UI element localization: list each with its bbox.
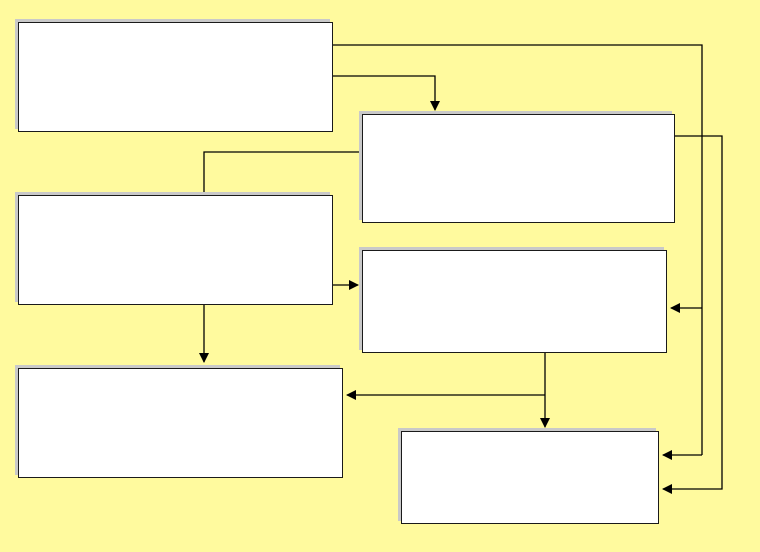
diagram-box-2 [362, 114, 675, 223]
connector-b2-b6 [662, 135, 723, 494]
diagram-box-6 [401, 431, 659, 524]
diagram-box-4 [362, 250, 667, 353]
connector-b1-b2 [333, 75, 440, 111]
diagram-box-5 [18, 368, 343, 478]
connector-b1-bus [333, 44, 703, 455]
diagram-box-1 [18, 22, 333, 132]
diagram-box-3 [18, 195, 333, 305]
connector-b2-b3 [203, 151, 362, 195]
